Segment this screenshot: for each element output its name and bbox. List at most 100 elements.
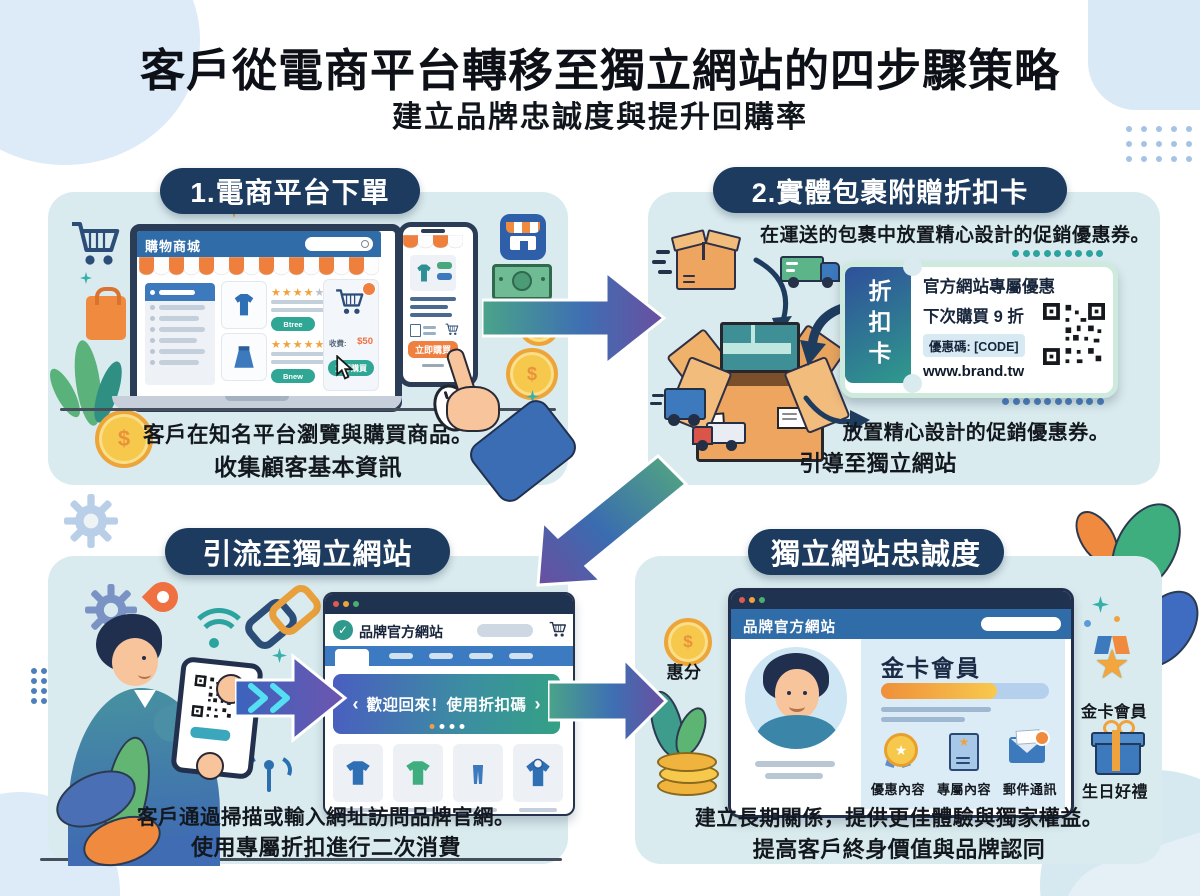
awning-decoration — [139, 257, 379, 276]
delivery-truck-icon — [780, 250, 846, 292]
benefit-medal-icon: ★ — [881, 733, 918, 773]
step2-title-pill: 2.實體包裹附贈折扣卡 — [713, 167, 1067, 213]
table-line — [60, 408, 556, 411]
banner-text: 歡迎回來！使用折扣碼 — [366, 697, 527, 714]
qr-code-icon — [1043, 303, 1105, 365]
cargo-truck-icon — [650, 388, 720, 436]
shopping-bag-icon — [86, 287, 126, 340]
step1-panel: $ 購物商城 — [44, 192, 582, 508]
window-dot-yellow — [343, 601, 349, 607]
avatar-pane — [731, 639, 861, 809]
cart-icon — [335, 288, 365, 316]
product-card-tshirt-green — [393, 744, 443, 802]
step2-caption-1: 放置精心設計的促銷優惠券。 — [842, 422, 1110, 444]
block-top-right — [1088, 0, 1200, 110]
laptop-base — [112, 396, 402, 410]
product-rating: ★★★★★ — [271, 339, 326, 351]
product-card-pants — [453, 744, 503, 802]
total-value: $50 — [357, 336, 373, 347]
window-dot-red — [739, 597, 745, 603]
email-envelope-icon — [1009, 729, 1050, 763]
gold-medal-icon: ★ — [1088, 636, 1136, 694]
arrow-step3-to-step4 — [548, 656, 669, 746]
page-title: 客戶從電商平台轉移至獨立網站的四步驟策略 — [139, 45, 1060, 96]
mobile-phone: 立即購買 — [398, 222, 478, 387]
cart-icon — [445, 323, 459, 336]
search-input — [305, 237, 373, 251]
site-name: 品牌官方網站 — [743, 620, 836, 636]
product-card-hoodie — [513, 744, 563, 802]
open-shipping-box — [665, 318, 851, 462]
step1-caption-1: 客戶在知名平台瀏覽與購買商品。 — [142, 423, 473, 447]
coupon-side-band: 折扣卡 — [845, 267, 911, 383]
site-navbar — [325, 646, 573, 666]
map-pin-icon — [141, 575, 185, 619]
store-app-icon — [500, 214, 546, 260]
red-truck-icon — [692, 418, 746, 456]
package-box-icon — [670, 229, 742, 290]
step3-caption-1: 客戶通過掃描或輸入網址訪問品牌官網。 — [137, 806, 515, 829]
product-rating: ★★★★★ — [271, 287, 325, 299]
person-face — [112, 638, 158, 686]
welcome-banner: ‹ 歡迎回來！使用折扣碼 › — [333, 674, 560, 734]
product-button: Btree — [271, 317, 315, 331]
content-book-icon: ★ — [949, 733, 979, 771]
window-dot-green — [353, 601, 359, 607]
points-label: 惠分 — [666, 663, 702, 682]
window-dot-red — [333, 601, 339, 607]
arrow-phone-to-site — [235, 652, 348, 744]
gear-light-icon — [64, 494, 118, 548]
shop-header: 購物商城 — [137, 231, 381, 257]
medal-star: ★ — [1094, 643, 1130, 687]
feature-label: 郵件通訊 — [1002, 782, 1057, 797]
brand-site-window: ✓ 品牌官方網站 ‹ 歡迎回來！使用折扣碼 › — [323, 592, 575, 816]
product-button: Bnew — [271, 369, 315, 383]
coupon-code: 優惠碼: [CODE] — [923, 334, 1025, 357]
member-tier-title: 金卡會員 — [881, 655, 981, 681]
chain-link-icon — [240, 580, 326, 654]
page-subtitle: 建立品牌忠誠度與提升回購率 — [392, 101, 808, 134]
points-coin-icon: $ — [664, 618, 712, 666]
step3-title: 引流至獨立網站 — [202, 538, 413, 571]
feature-label: 優惠內容 — [870, 782, 925, 797]
step2-caption-2: 引導至獨立網站 — [799, 451, 957, 476]
site-header: 品牌官方網站 — [731, 609, 1071, 639]
phone-product-card — [410, 255, 456, 291]
arrow-step1-to-step2 — [482, 268, 667, 368]
banner-dots — [429, 724, 464, 729]
dot-decoration — [1114, 616, 1120, 622]
step4-title: 獨立網站忠誠度 — [770, 539, 981, 571]
gift-box-icon — [1091, 720, 1145, 775]
wifi-icon — [186, 608, 250, 654]
person-hand — [196, 752, 224, 780]
dot-decoration — [1084, 620, 1091, 627]
site-header: ✓ 品牌官方網站 — [325, 614, 573, 646]
dots-decoration — [1012, 250, 1103, 257]
gift-label: 生日好禮 — [1081, 784, 1148, 801]
step2-title: 2.實體包裹附贈折扣卡 — [751, 177, 1029, 208]
step1-caption-2: 收集顧客基本資訊 — [214, 454, 402, 480]
loyalty-site-window: 品牌官方網站 金卡會員 — [728, 588, 1074, 818]
check-badge-icon: ✓ — [333, 620, 353, 640]
coupon-url: www.brand.tw — [923, 363, 1025, 380]
search-input — [981, 617, 1061, 631]
product-image-skirt — [221, 333, 267, 381]
step3-title-pill: 引流至獨立網站 — [165, 528, 450, 575]
window-titlebar — [325, 594, 573, 614]
medal-label: 金卡會員 — [1080, 704, 1147, 721]
sparkle-icon — [1092, 596, 1109, 613]
laptop: 購物商城 — [130, 224, 402, 412]
curved-arrow-icon — [803, 395, 870, 432]
dots-decoration — [1002, 398, 1104, 405]
avatar — [745, 647, 847, 749]
window-dot-green — [759, 597, 765, 603]
site-name: 品牌官方網站 — [359, 624, 443, 640]
step4-title-pill: 獨立網站忠誠度 — [748, 529, 1004, 575]
step1-title-pill: 1.電商平台下單 — [160, 168, 420, 214]
awning-decoration — [403, 235, 463, 249]
coin-stack-icon — [657, 750, 719, 796]
step3-caption-2: 使用專屬折扣進行二次消費 — [190, 835, 461, 860]
step2-panel: 在運送的包裹中放置精心設計的促銷優惠券。 — [648, 192, 1160, 485]
antenna-signal-icon — [242, 752, 296, 796]
